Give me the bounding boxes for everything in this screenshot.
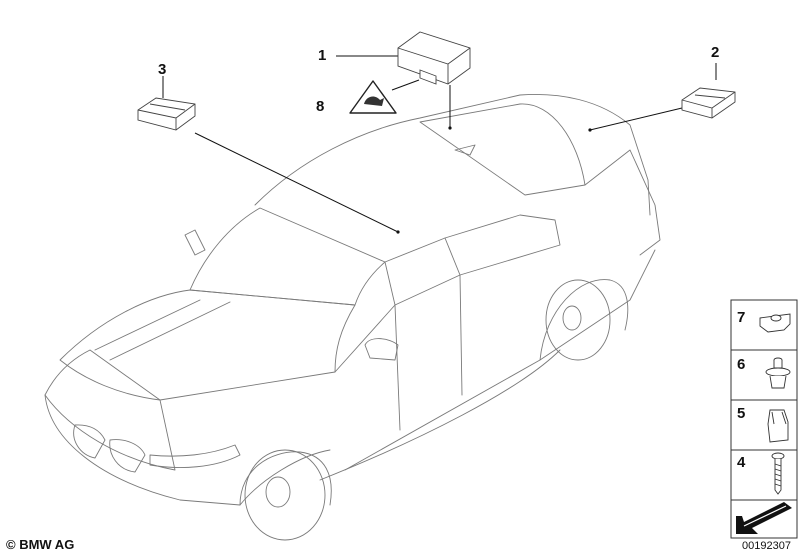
car-front-face <box>44 349 176 471</box>
part-1-module <box>397 31 471 85</box>
part-2-sensor <box>681 87 736 119</box>
direction-arrow-icon <box>736 502 792 534</box>
car-mirror <box>364 338 399 361</box>
car-door-line-2 <box>459 274 463 396</box>
panel-4 <box>730 449 798 501</box>
part-4-screw-icon <box>771 452 785 495</box>
leader-8 <box>391 79 420 91</box>
callout-1: 1 <box>318 47 327 64</box>
callout-3: 3 <box>158 61 167 78</box>
callout-8: 8 <box>316 98 325 115</box>
car-rear-wheel-arch <box>539 279 629 361</box>
car-grille-left <box>73 424 106 459</box>
car-roof-outline <box>254 94 651 216</box>
car-trunk <box>584 149 661 256</box>
leader-dots <box>396 126 592 234</box>
leader-3 <box>194 132 399 233</box>
car-side-body <box>334 249 656 471</box>
part-7-clip-icon <box>759 313 791 333</box>
car-hood <box>59 289 356 401</box>
callout-2: 2 <box>711 44 720 61</box>
car-sill <box>319 349 561 481</box>
car-rear-mirror-left <box>184 229 206 256</box>
callout-7: 7 <box>737 309 746 326</box>
fasteners-panel <box>730 299 798 539</box>
copyright-label: © BMW AG <box>6 537 75 552</box>
car-rear-wheel <box>545 279 611 361</box>
part-3-sensor <box>137 97 196 131</box>
leader-lines <box>162 55 717 233</box>
document-number: 00192307 <box>742 540 791 552</box>
callout-6: 6 <box>737 356 746 373</box>
callout-4: 4 <box>737 454 746 471</box>
car-side-windows <box>384 214 561 306</box>
car-headlight <box>149 444 241 468</box>
part-5-nut-icon <box>767 409 789 443</box>
car-shark-fin <box>454 144 476 156</box>
car-front-wheel-hub <box>265 476 291 508</box>
car-front-bumper <box>44 394 331 506</box>
part-8-label <box>349 80 397 114</box>
car-front-wheel <box>244 449 326 541</box>
car-door-line <box>394 304 401 431</box>
part-6-rivet-icon <box>765 357 791 389</box>
car-rear-wheel-hub <box>562 305 582 331</box>
leader-2 <box>589 107 683 131</box>
car-grille-right <box>109 439 146 473</box>
car-front-wheel-arch <box>239 451 332 506</box>
car-hood-crease <box>94 299 231 361</box>
car-rear-window <box>419 103 586 196</box>
car-windshield <box>189 207 386 306</box>
car-side-window-divider <box>444 237 461 276</box>
callout-5: 5 <box>737 405 746 422</box>
